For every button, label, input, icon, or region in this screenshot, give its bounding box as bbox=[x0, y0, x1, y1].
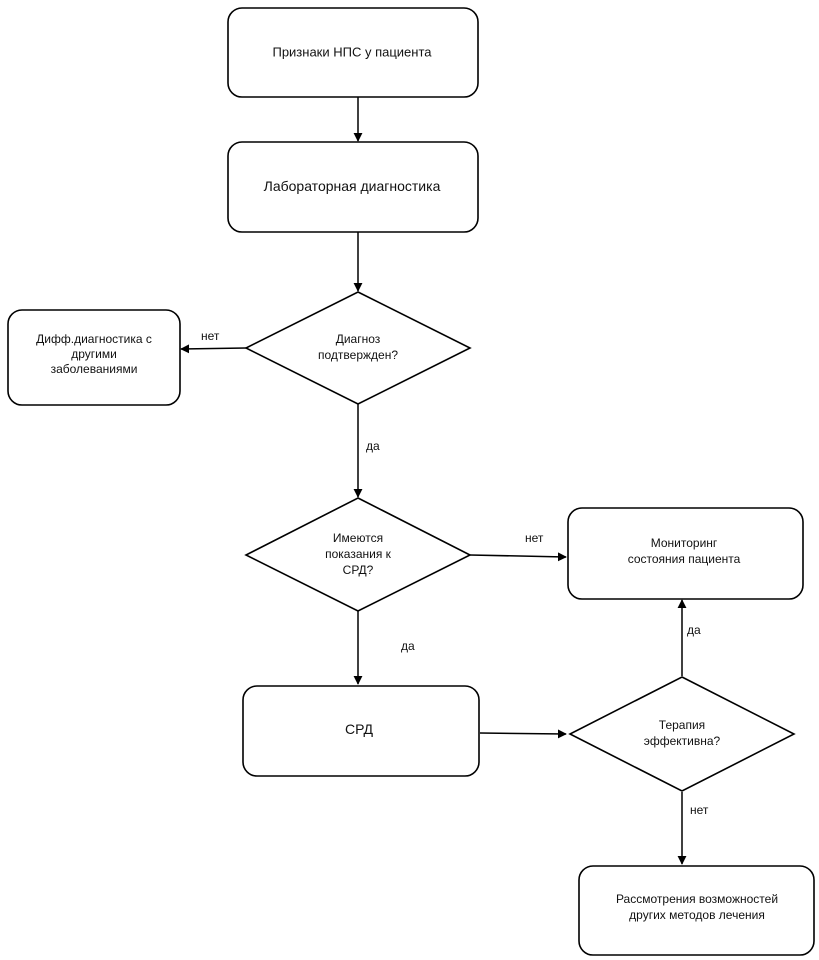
node-label-line: эффективна? bbox=[644, 734, 721, 748]
edge-srd-to-therapy bbox=[479, 729, 567, 739]
node-label-line: Имеются bbox=[333, 531, 383, 545]
node-label-line: других методов лечения bbox=[629, 908, 765, 922]
node-label-line: Мониторинг bbox=[651, 536, 718, 550]
node-label-line: СРД? bbox=[343, 563, 374, 577]
node-label-line: другими bbox=[71, 347, 117, 361]
edge-label-indications-yes: да bbox=[401, 639, 415, 653]
node-label-line: Признаки НПС у пациента bbox=[272, 45, 432, 60]
node-label-line: СРД bbox=[345, 721, 374, 737]
node-srd: СРД bbox=[242, 685, 480, 777]
node-label-line: Терапия bbox=[659, 718, 705, 732]
edge-label-therapy-yes: да bbox=[687, 623, 701, 637]
edge-indications-no bbox=[469, 552, 567, 562]
node-label: Терапия эффективна? bbox=[644, 718, 721, 748]
node-label-line: подтвержден? bbox=[318, 348, 398, 362]
node-patient-monitoring: Мониторинг состояния пациента bbox=[567, 507, 804, 600]
node-label: Признаки НПС у пациента bbox=[272, 45, 432, 60]
edge-label-diagnosis-no: нет bbox=[201, 329, 220, 343]
node-label-line: состояния пациента bbox=[628, 552, 741, 566]
edge-label-indications-no: нет bbox=[525, 531, 544, 545]
node-label: Диагноз подтвержден? bbox=[318, 332, 398, 362]
node-other-treatment-methods: Рассмотрения возможностей других методов … bbox=[578, 865, 815, 956]
node-lab-diagnostics: Лабораторная диагностика bbox=[227, 141, 479, 233]
node-label: Лабораторная диагностика bbox=[264, 178, 441, 194]
edge-diagnosis-no bbox=[180, 344, 247, 354]
node-label-line: заболеваниями bbox=[51, 362, 138, 376]
node-label: Рассмотрения возможностей других методов … bbox=[616, 892, 778, 922]
node-srd-indications-decision: Имеются показания к СРД? bbox=[244, 497, 472, 612]
node-label-line: Дифф.диагностика с bbox=[36, 332, 152, 346]
node-therapy-effective-decision: Терапия эффективна? bbox=[568, 676, 796, 792]
node-label-line: показания к bbox=[325, 547, 392, 561]
node-label: СРД bbox=[345, 721, 374, 737]
node-label-line: Диагноз bbox=[336, 332, 381, 346]
node-patient-signs: Признаки НПС у пациента bbox=[227, 7, 479, 98]
node-label-line: Рассмотрения возможностей bbox=[616, 892, 778, 906]
node-label: Мониторинг состояния пациента bbox=[628, 536, 741, 566]
node-label: Имеются показания к СРД? bbox=[325, 531, 392, 577]
node-label-line: Лабораторная диагностика bbox=[264, 178, 441, 194]
edge-label-diagnosis-yes: да bbox=[366, 439, 380, 453]
node-diagnosis-confirmed-decision: Диагноз подтвержден? bbox=[244, 291, 472, 405]
edge-label-therapy-no: нет bbox=[690, 803, 709, 817]
